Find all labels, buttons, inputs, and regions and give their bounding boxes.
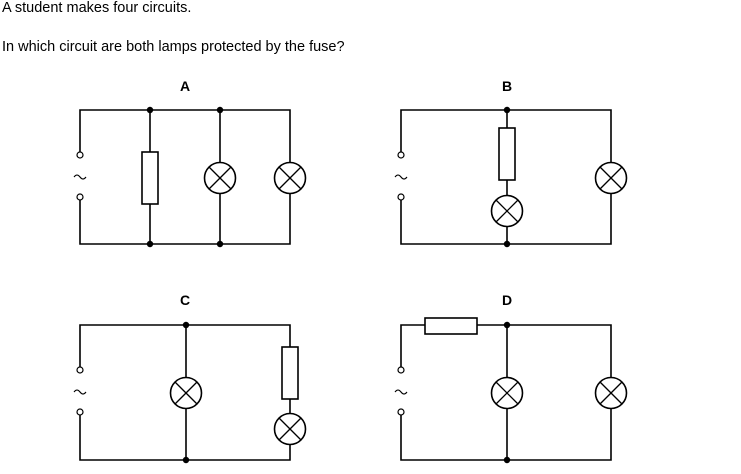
ac-supply xyxy=(73,366,87,416)
circuit-c: C xyxy=(73,292,307,464)
fuse xyxy=(424,317,478,335)
lamp xyxy=(273,412,307,446)
ac-supply xyxy=(394,151,408,201)
lamp xyxy=(594,376,628,410)
lamp xyxy=(273,161,307,195)
lamp xyxy=(203,161,237,195)
circuit-label-a: A xyxy=(180,78,190,94)
circuit-label-b: B xyxy=(502,78,512,94)
junction-dot xyxy=(182,456,190,464)
circuit-label-d: D xyxy=(502,292,512,308)
junction-dot xyxy=(503,321,511,329)
fuse xyxy=(141,151,159,205)
circuit-d: D xyxy=(394,292,628,464)
lamp xyxy=(594,161,628,195)
lamp xyxy=(490,376,524,410)
fuse xyxy=(281,346,299,400)
junction-dot xyxy=(146,106,154,114)
junction-dot xyxy=(503,240,511,248)
ac-supply xyxy=(394,366,408,416)
lamp xyxy=(169,376,203,410)
circuit-label-c: C xyxy=(180,292,190,308)
fuse xyxy=(498,127,516,181)
lamp xyxy=(490,194,524,228)
intro-text: A student makes four circuits. xyxy=(2,0,192,16)
junction-dot xyxy=(216,240,224,248)
junction-dot xyxy=(182,321,190,329)
junction-dot xyxy=(146,240,154,248)
junction-dot xyxy=(503,456,511,464)
circuit-b: B xyxy=(394,78,628,248)
junction-dot xyxy=(216,106,224,114)
question-text: In which circuit are both lamps protecte… xyxy=(2,39,345,55)
circuit-a: A xyxy=(73,78,307,248)
junction-dot xyxy=(503,106,511,114)
ac-supply xyxy=(73,151,87,201)
